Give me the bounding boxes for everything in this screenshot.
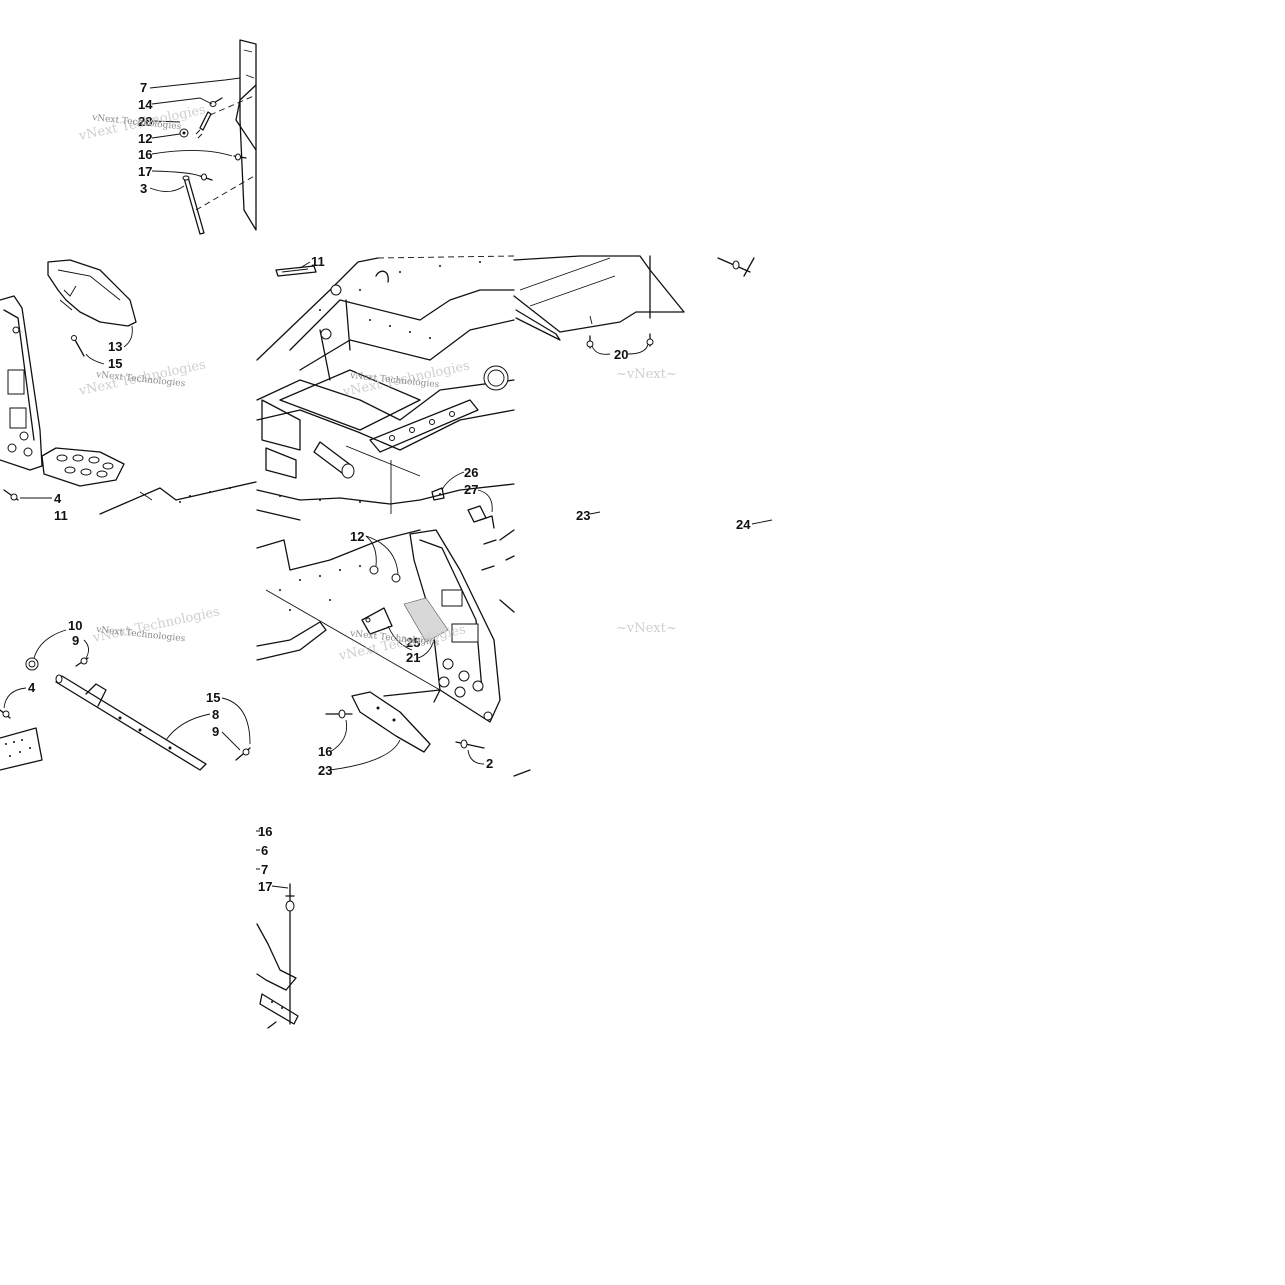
callout-6: 6 [261, 843, 268, 858]
callout-14: 14 [138, 97, 153, 112]
callout-12: 12 [350, 529, 364, 544]
bolt-part-9-lower [235, 747, 251, 761]
tile-lower-center: 12 25 21 16 23 2 vNext Technologies vNex… [256, 515, 531, 778]
callout-8: 8 [212, 707, 219, 722]
callout-4: 4 [28, 680, 36, 695]
callout-20: 20 [614, 347, 628, 362]
callout-15: 15 [108, 356, 122, 371]
callout-12: 12 [138, 131, 152, 146]
callout-28: 28 [138, 114, 152, 129]
clip-part-26 [431, 487, 445, 501]
footrest-plate [41, 447, 125, 487]
watermark-ghost-right-2: ~vNext~ [616, 621, 677, 636]
fastener-top-right [717, 257, 755, 277]
tile-lower-left: 10 9 4 15 8 9 vNext Technologies vNext T… [0, 604, 251, 771]
callout-23: 23 [576, 508, 590, 523]
callout-27: 27 [464, 482, 478, 497]
frame-rail-left [99, 481, 257, 515]
rivets-part-20 [586, 333, 654, 349]
callout-10: 10 [68, 618, 82, 633]
rivet-part-17-bottom [285, 883, 295, 1025]
screw-part-15 [71, 335, 85, 357]
callout-15: 15 [206, 690, 220, 705]
callout-26: 26 [464, 465, 478, 480]
callout-25: 25 [406, 635, 420, 650]
bracket-part-25 [361, 607, 393, 635]
tile-mid-right: 20 ~vNext~ [513, 255, 755, 382]
callout-17: 17 [258, 879, 272, 894]
frame-rail-lower [256, 529, 421, 571]
rivet-part-16-lower [325, 709, 353, 719]
nose-cone-part-13 [47, 259, 137, 327]
callout-16: 16 [318, 744, 332, 759]
callout-11: 11 [311, 254, 325, 269]
watermark-ghost-right: ~vNext~ [616, 367, 677, 382]
tile-mid-left: 13 15 4 11 vNext Technologies vNext Tech… [0, 259, 257, 523]
rod-part-3 [183, 176, 205, 235]
tile-lower-right: 23 24 ~vNext~ [576, 508, 773, 636]
axle-tube [313, 441, 421, 479]
knob-part-10 [25, 657, 39, 671]
bracket-left [0, 727, 43, 771]
nut-part-12 [179, 128, 189, 138]
bolt-part-9-upper [75, 657, 89, 667]
strip-part-11 [275, 265, 317, 277]
callout-21: 21 [406, 650, 420, 665]
callout-16: 16 [258, 824, 272, 839]
rivet-part-17 [199, 173, 213, 181]
callout-13: 13 [108, 339, 122, 354]
crossbar-part-8 [55, 674, 207, 771]
rivet-part-16 [233, 153, 247, 161]
callout-16: 16 [138, 147, 152, 162]
callout-24: 24 [736, 517, 751, 532]
frame-upright-top [239, 39, 257, 231]
callout-2: 2 [486, 756, 493, 771]
steering-support-frame [0, 295, 43, 471]
ski-part-23 [351, 691, 431, 753]
callout-9b: 9 [212, 724, 219, 739]
bumper-frame [403, 529, 501, 723]
clamp-part-27 [467, 505, 487, 523]
callout-7: 7 [261, 862, 268, 877]
mesh-grille [403, 597, 449, 643]
bolt-part-4-lower [0, 709, 11, 719]
tunnel-frame [256, 255, 515, 521]
bolt-part-14 [209, 97, 223, 107]
callout-11: 11 [54, 508, 68, 523]
tile-top-left: 7 14 28 12 16 17 3 vNext Technologies vN… [77, 39, 257, 235]
nuts-part-12 [369, 565, 401, 583]
bolt-part-4 [3, 489, 19, 501]
running-board-plate [513, 255, 685, 341]
bolt-part-2 [455, 739, 485, 749]
tile-mid-center: 11 26 27 vNext Technologies vNext Techno… [256, 254, 515, 523]
callout-9: 9 [72, 633, 79, 648]
tile-bottom: 16 6 7 17 [256, 824, 299, 1029]
callout-4: 4 [54, 491, 62, 506]
clip-part-28 [195, 111, 212, 139]
callout-7: 7 [140, 80, 147, 95]
callout-3: 3 [140, 181, 147, 196]
callout-23: 23 [318, 763, 332, 778]
callout-17: 17 [138, 164, 152, 179]
